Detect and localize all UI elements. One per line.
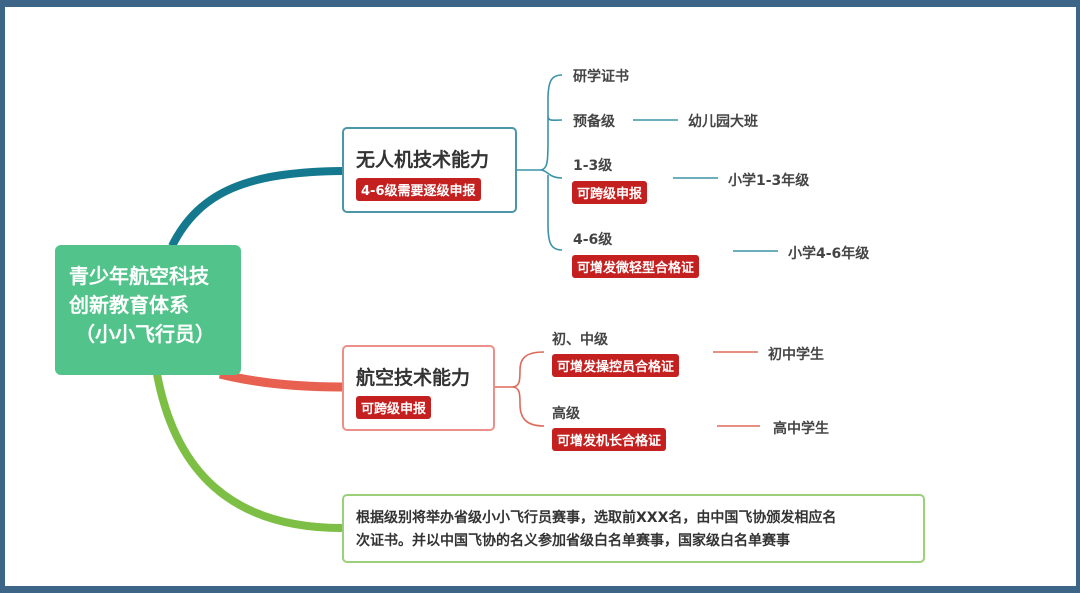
tag-advanced: 可增发机长合格证 <box>552 428 667 451</box>
connector-lines <box>153 74 778 532</box>
target-kindergarten[interactable]: 幼儿园大班 <box>688 114 758 130</box>
tag-level-1-3: 可跨级申报 <box>572 181 648 204</box>
target-primary-4-6[interactable]: 小学4-6年级 <box>788 246 870 262</box>
competition-node[interactable]: 根据级别将举办省级小小飞行员赛事，选取前XXX名，由中国飞协颁发相应名 次证书。… <box>342 494 925 563</box>
aviation-tag: 可跨级申报 <box>356 396 432 419</box>
bracket-drone <box>516 74 563 251</box>
branch-junior-mid[interactable]: 初、中级 <box>552 332 608 348</box>
drone-node[interactable]: 无人机技术能力 4-6级需要逐级申报 <box>342 127 517 213</box>
target-junior-high[interactable]: 初中学生 <box>768 347 824 363</box>
tag-level-4-6: 可增发微轻型合格证 <box>572 255 700 278</box>
bracket-aviation <box>494 351 545 427</box>
aviation-node[interactable]: 航空技术能力 可跨级申报 <box>342 345 495 431</box>
target-primary-1-3[interactable]: 小学1-3年级 <box>728 173 810 189</box>
branch-level-4-6[interactable]: 4-6级 <box>573 232 613 248</box>
drone-tag: 4-6级需要逐级申报 <box>356 178 481 201</box>
branch-prep[interactable]: 预备级 <box>573 114 615 130</box>
link-root-competition <box>153 373 343 532</box>
link-root-aviation <box>218 369 343 392</box>
competition-line-1: 根据级别将举办省级小小飞行员赛事，选取前XXX名，由中国飞协颁发相应名 <box>356 510 837 526</box>
root-node[interactable]: 青少年航空科技 创新教育体系 （小小飞行员） <box>55 245 241 375</box>
root-line-1: 青少年航空科技 <box>69 264 209 288</box>
tag-junior-mid: 可增发操控员合格证 <box>552 354 680 377</box>
drone-title: 无人机技术能力 <box>356 149 490 171</box>
branch-level-1-3[interactable]: 1-3级 <box>573 158 613 174</box>
link-root-drone <box>168 167 343 248</box>
root-line-2: 创新教育体系 <box>69 293 189 317</box>
target-senior-high[interactable]: 高中学生 <box>773 421 829 437</box>
branch-advanced[interactable]: 高级 <box>552 406 580 422</box>
root-line-3: （小小飞行员） <box>75 322 215 346</box>
competition-line-2: 次证书。并以中国飞协的名义参加省级白名单赛事，国家级白名单赛事 <box>356 533 790 549</box>
aviation-title: 航空技术能力 <box>356 367 471 389</box>
branch-study-cert[interactable]: 研学证书 <box>573 69 629 85</box>
